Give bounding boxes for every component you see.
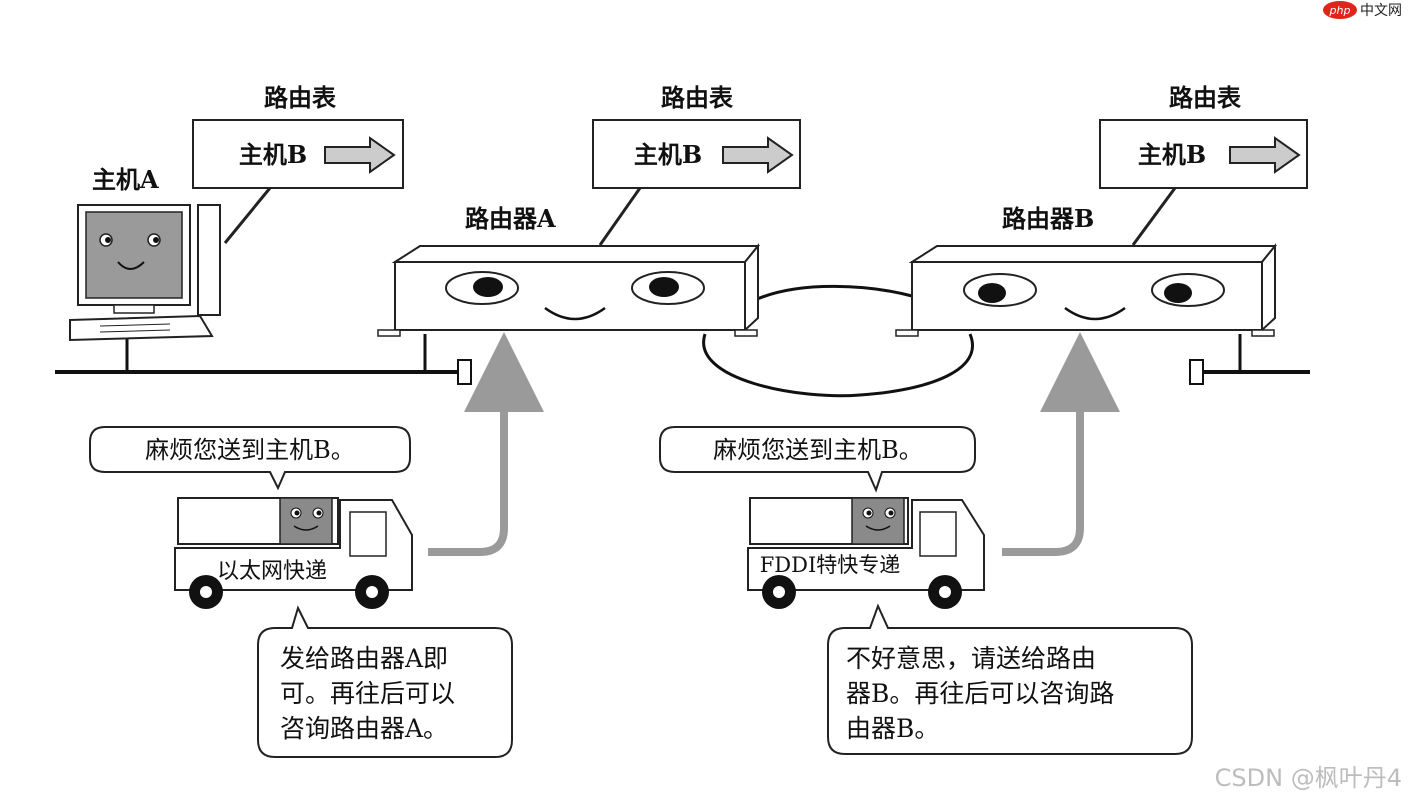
- router-smile: [544, 306, 606, 321]
- php-logo: php 中文网: [1323, 1, 1402, 19]
- smile: [117, 261, 145, 270]
- speech-bubble: [659, 426, 976, 493]
- right-arrow-icon: [722, 136, 794, 174]
- host-a-label: 主机A: [92, 165, 159, 194]
- router-a: 路由器A: [377, 204, 761, 337]
- truck-window: [349, 511, 387, 557]
- routing-table-title: 路由表: [1169, 83, 1242, 112]
- right-arrow-icon: [324, 136, 396, 174]
- network-lines: [55, 284, 1310, 398]
- speech-text: 麻烦您送到主机B。: [713, 436, 923, 464]
- forward-arrow: [1002, 332, 1120, 556]
- php-site-text: 中文网: [1360, 3, 1402, 19]
- truck-body-text: FDDI特快专递: [760, 553, 901, 577]
- router-a-label: 路由器A: [465, 204, 556, 233]
- reply-line: 不好意思，请送给路由: [846, 644, 1096, 673]
- right-arrow-icon: [1229, 136, 1301, 174]
- routing-table-title: 路由表: [661, 83, 734, 112]
- fddi-ring-top: [754, 284, 913, 302]
- routing-table-entry: 主机B: [634, 140, 702, 169]
- router-b: 路由器B: [895, 204, 1278, 337]
- reply-line: 发给路由器A即: [280, 644, 448, 673]
- routing-table-entry: 主机B: [1138, 140, 1206, 169]
- routing-table-router-b: 路由表 主机B: [1099, 83, 1308, 246]
- screen: [85, 211, 183, 299]
- ethernet-truck-group: 麻烦您送到主机B。 以太网快递 发给路由器A即 可。再往后可以 咨询路由器A。: [89, 332, 544, 758]
- truck-body-text: 以太网快递: [217, 559, 327, 584]
- host-a-computer: 主机A: [69, 165, 221, 342]
- forward-arrow: [428, 332, 544, 556]
- reply-bubble: [827, 603, 1193, 755]
- router-smile: [1064, 306, 1126, 321]
- reply-line: 可。再往后可以: [280, 679, 455, 708]
- keyboard: [69, 314, 214, 342]
- routing-table-router-a: 路由表 主机B: [592, 83, 801, 246]
- csdn-watermark: CSDN @枫叶丹4: [1215, 764, 1402, 792]
- php-logo-text: php: [1329, 4, 1351, 17]
- reply-line: 器B。再往后可以咨询路: [846, 679, 1114, 708]
- routing-table-title: 路由表: [264, 83, 337, 112]
- speech-text: 麻烦您送到主机B。: [145, 436, 355, 464]
- truck-window: [919, 511, 957, 557]
- fddi-truck-group: 麻烦您送到主机B。 FDDI特快专递 不好意思，请送给路由 器B。再往后可以咨询…: [659, 332, 1193, 755]
- routing-table-entry: 主机B: [239, 140, 307, 169]
- routing-table-host: 路由表 主机B: [192, 83, 404, 244]
- reply-line: 咨询路由器A。: [280, 714, 448, 743]
- reply-line: 由器B。: [846, 714, 939, 743]
- pc-tower: [197, 204, 221, 316]
- reply-bubble: [257, 605, 513, 758]
- speech-bubble: [89, 426, 411, 491]
- router-b-label: 路由器B: [1002, 204, 1094, 233]
- fddi-ring-bottom: [702, 333, 974, 398]
